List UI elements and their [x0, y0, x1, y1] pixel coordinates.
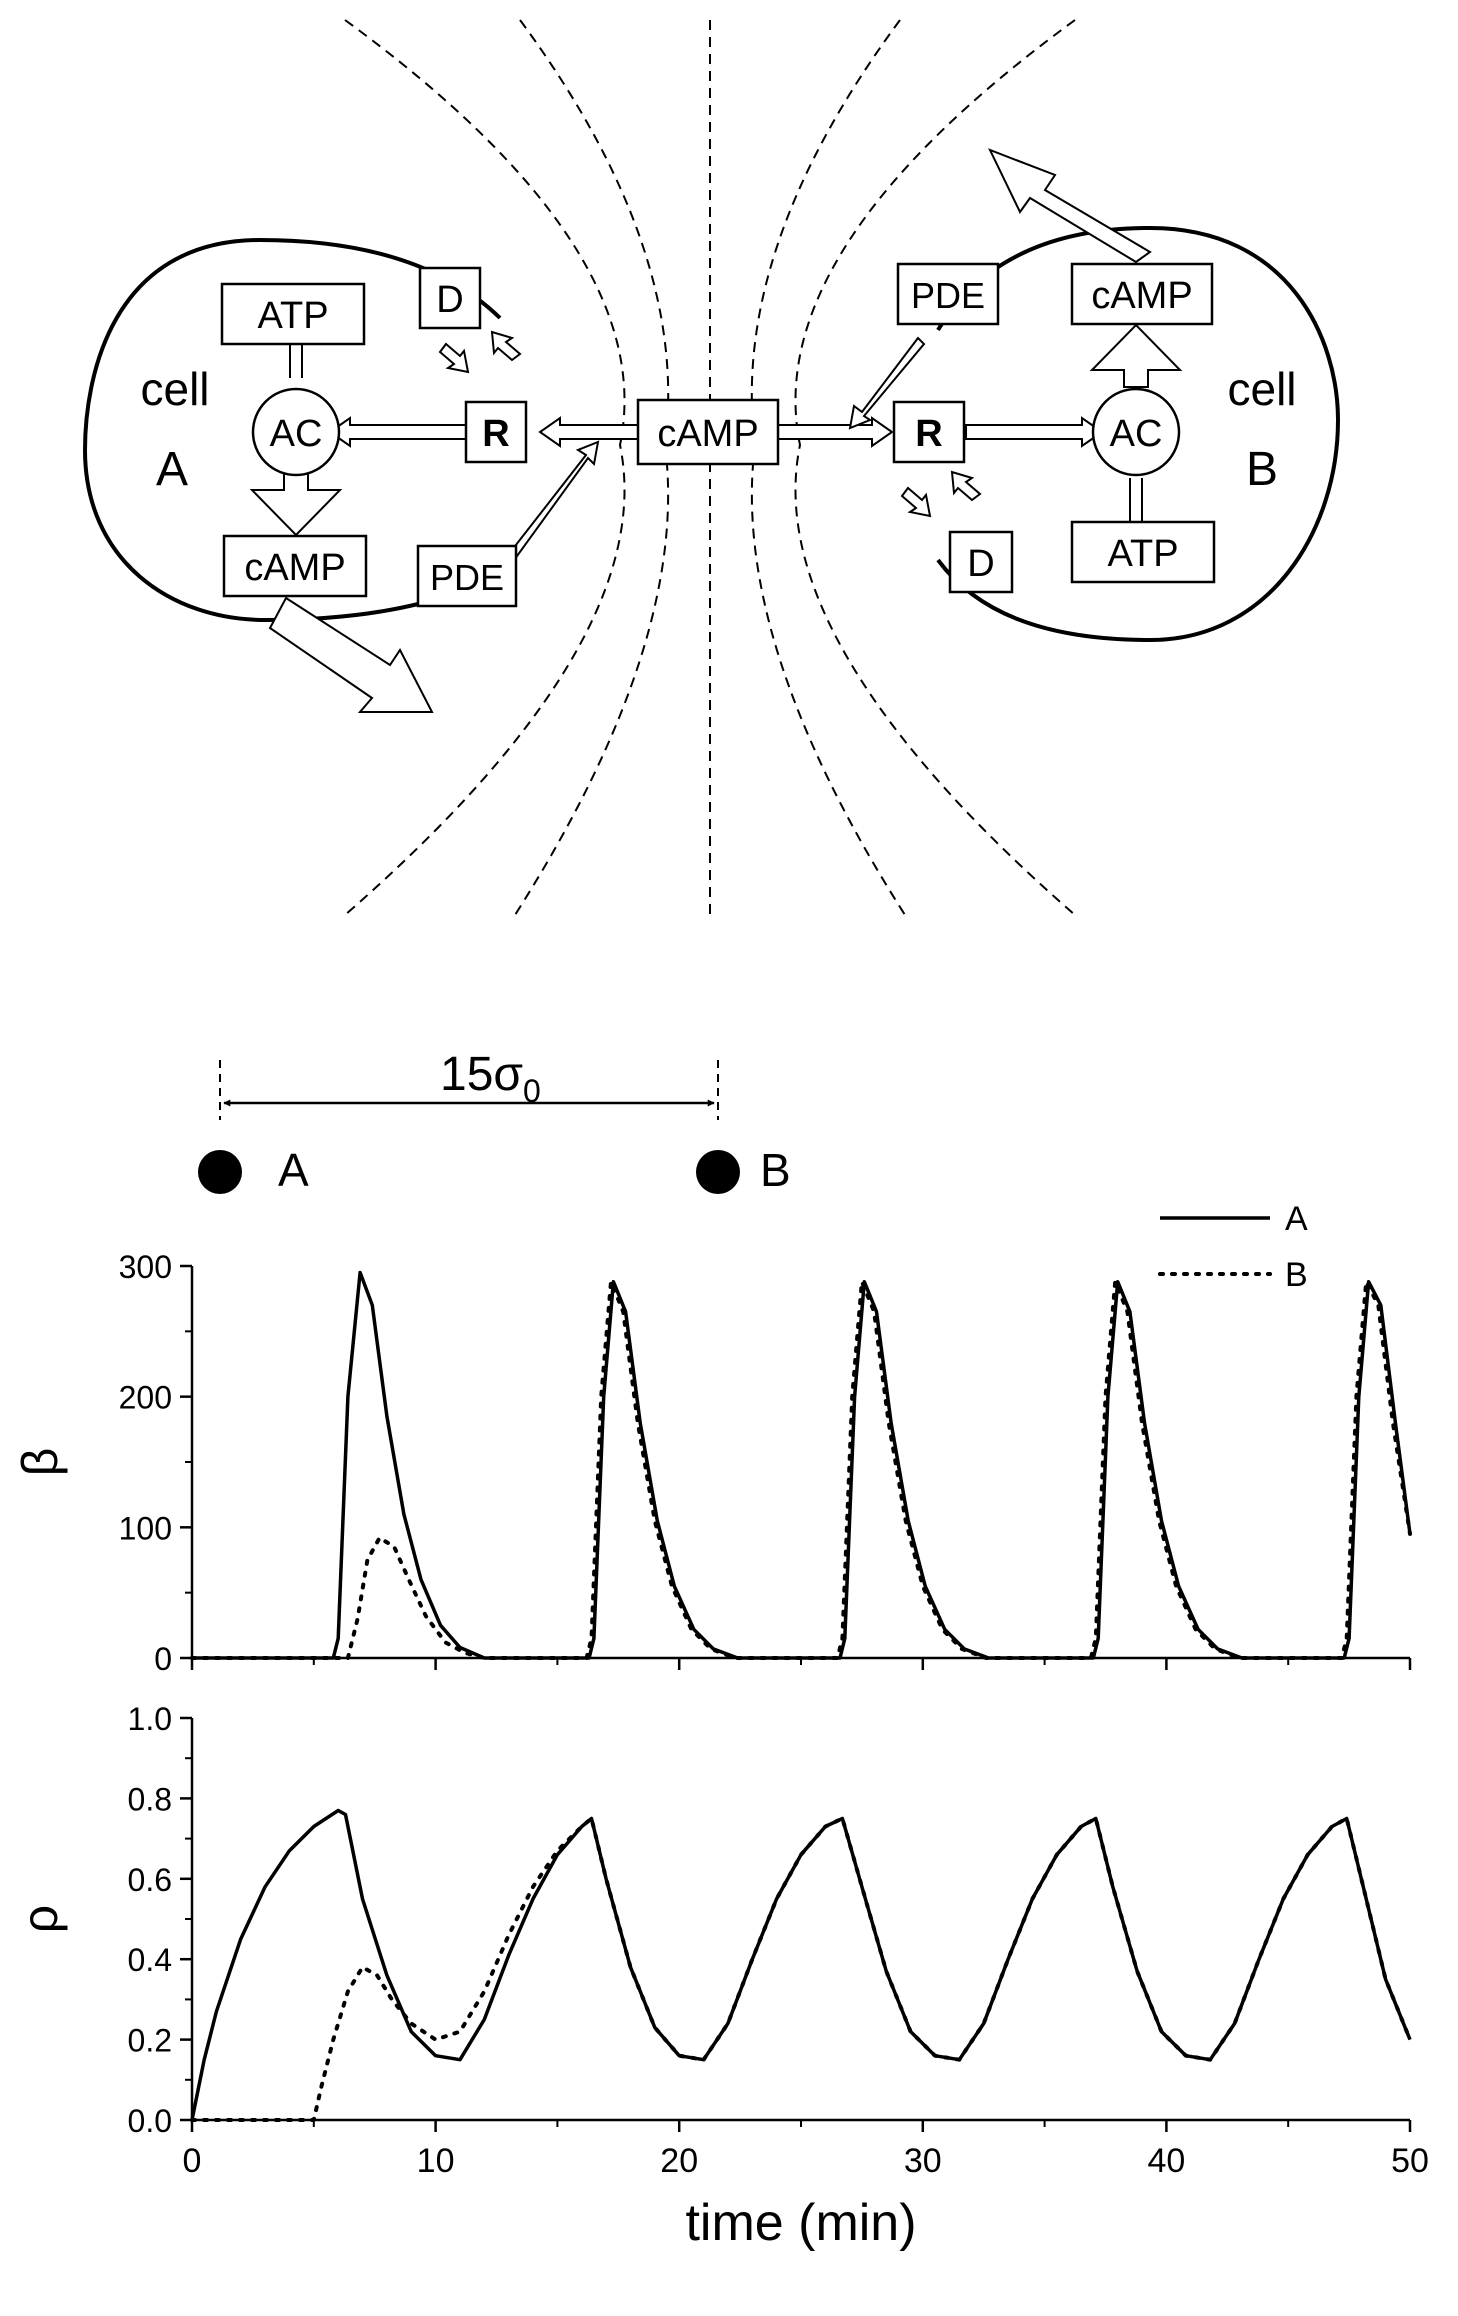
y-tick-label: 200: [119, 1380, 172, 1416]
box-r-a: R: [464, 400, 528, 464]
signaling-diagram: cell A cell B: [82, 19, 1341, 916]
box-atp-b: ATP: [1070, 520, 1216, 584]
svg-text:PDE: PDE: [911, 275, 985, 316]
box-atp-a: ATP: [220, 282, 366, 346]
box-camp-b: cAMP: [1070, 262, 1214, 326]
box-camp-center: cAMP: [636, 398, 780, 466]
legend-label-A: A: [1285, 1200, 1308, 1238]
ac-a-node: AC: [251, 387, 341, 477]
y-axis-label: ρ: [12, 1905, 68, 1933]
cell-b-label: cell: [1227, 363, 1296, 415]
cell-b-letter: B: [1246, 443, 1278, 496]
series-A-line: [192, 1270, 1412, 1660]
point-b: [696, 1150, 740, 1194]
svg-text:cAMP: cAMP: [244, 547, 345, 589]
x-tick-label: 10: [417, 2142, 455, 2180]
x-tick-label: 20: [660, 2142, 698, 2180]
svg-text:PDE: PDE: [430, 557, 504, 598]
box-camp-a: cAMP: [222, 534, 368, 598]
y-tick-label: 100: [119, 1510, 172, 1546]
connector-lines: [289, 340, 1143, 522]
box-pde-a: PDE: [416, 544, 518, 608]
beta-chart: 0 100 200 300 β AB: [12, 1200, 1412, 1677]
point-a-label: A: [278, 1144, 309, 1196]
x-tick-label: 0: [183, 2142, 202, 2180]
cell-a-membrane: [82, 237, 502, 623]
box-r-b: R: [892, 400, 966, 464]
svg-text:AC: AC: [270, 413, 323, 455]
box-pde-b: PDE: [896, 262, 1000, 326]
cell-a-label: cell: [140, 363, 209, 415]
svg-text:cAMP: cAMP: [657, 413, 758, 455]
y-tick-label: 1.0: [128, 1701, 172, 1737]
legend-label-B: B: [1285, 1256, 1308, 1294]
rho-chart: 0 10 20 30 40 50 0.0 0.2 0.4 0.6 0.8 1.0 ρ time (min): [12, 1701, 1429, 2252]
distance-label: 15σ0: [440, 1048, 541, 1109]
hollow-arrows: [249, 148, 1183, 713]
x-tick-label: 40: [1147, 2142, 1185, 2180]
point-b-label: B: [760, 1144, 791, 1196]
svg-text:R: R: [915, 413, 942, 455]
svg-text:R: R: [482, 413, 509, 455]
y-tick-label: 300: [119, 1249, 172, 1285]
y-tick-label: 0.6: [128, 1862, 172, 1898]
x-axis-label: time (min): [685, 2194, 916, 2252]
series-A-line: [190, 1808, 1412, 2121]
y-tick-label: 0: [154, 1641, 172, 1677]
distance-schematic: 15σ0 A B: [198, 1048, 791, 1196]
svg-text:D: D: [436, 279, 463, 321]
ac-b-node: AC: [1091, 387, 1181, 477]
series-B-line: [190, 1816, 1412, 2122]
box-d-b: D: [948, 530, 1014, 594]
diffusion-field-lines: [344, 19, 1076, 916]
svg-text:cAMP: cAMP: [1091, 275, 1192, 317]
cell-b-membrane: [936, 225, 1341, 643]
y-tick-label: 0.4: [128, 1942, 172, 1978]
svg-text:D: D: [967, 543, 994, 585]
point-a: [198, 1150, 242, 1194]
y-axis-label: β: [12, 1448, 68, 1477]
y-tick-label: 0.2: [128, 2023, 172, 2059]
svg-text:ATP: ATP: [1107, 533, 1178, 575]
y-tick-label: 0.0: [128, 2103, 172, 2139]
y-tick-label: 0.8: [128, 1781, 172, 1817]
x-tick-label: 50: [1391, 2142, 1429, 2180]
x-tick-label: 30: [904, 2142, 942, 2180]
cell-a-letter: A: [156, 443, 188, 496]
series-B-line: [190, 1279, 1412, 1660]
svg-text:ATP: ATP: [257, 295, 328, 337]
svg-text:AC: AC: [1110, 413, 1163, 455]
box-d-a: D: [418, 266, 482, 330]
